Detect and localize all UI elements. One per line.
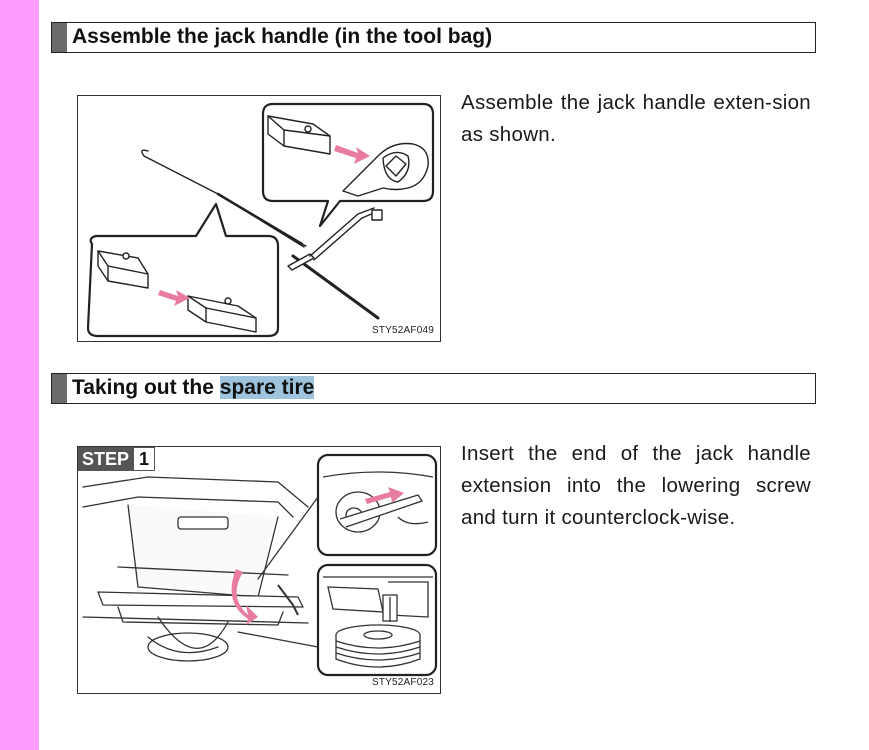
page-margin-strip [0, 0, 39, 750]
step-label: STEP [78, 447, 134, 471]
spare-tire-drawing [82, 453, 438, 677]
instruction-text-spare-tire: Insert the end of the jack handle extens… [461, 442, 811, 529]
instruction-text-jack-handle: Assemble the jack handle exten-sion as s… [461, 91, 811, 146]
highlighted-text: spare tire [219, 376, 315, 399]
section-header-bar [52, 23, 67, 52]
step-number: 1 [133, 447, 156, 471]
jack-handle-drawing [86, 102, 435, 338]
figure-code: STY52AF023 [371, 677, 434, 688]
spare-tire-illustration: STEP 1 STY52AF023 [77, 446, 441, 694]
figure-code: STY52AF049 [371, 325, 434, 336]
jack-handle-illustration: STY52AF049 [77, 95, 441, 342]
section-header-jack-handle: Assemble the jack handle (in the tool ba… [51, 22, 816, 53]
section-title: Taking out the spare tire [72, 376, 315, 399]
section-header-bar [52, 374, 67, 403]
section-title: Assemble the jack handle (in the tool ba… [72, 25, 493, 48]
step-badge: STEP 1 [78, 447, 156, 471]
section-header-spare-tire: Taking out the spare tire [51, 373, 816, 404]
